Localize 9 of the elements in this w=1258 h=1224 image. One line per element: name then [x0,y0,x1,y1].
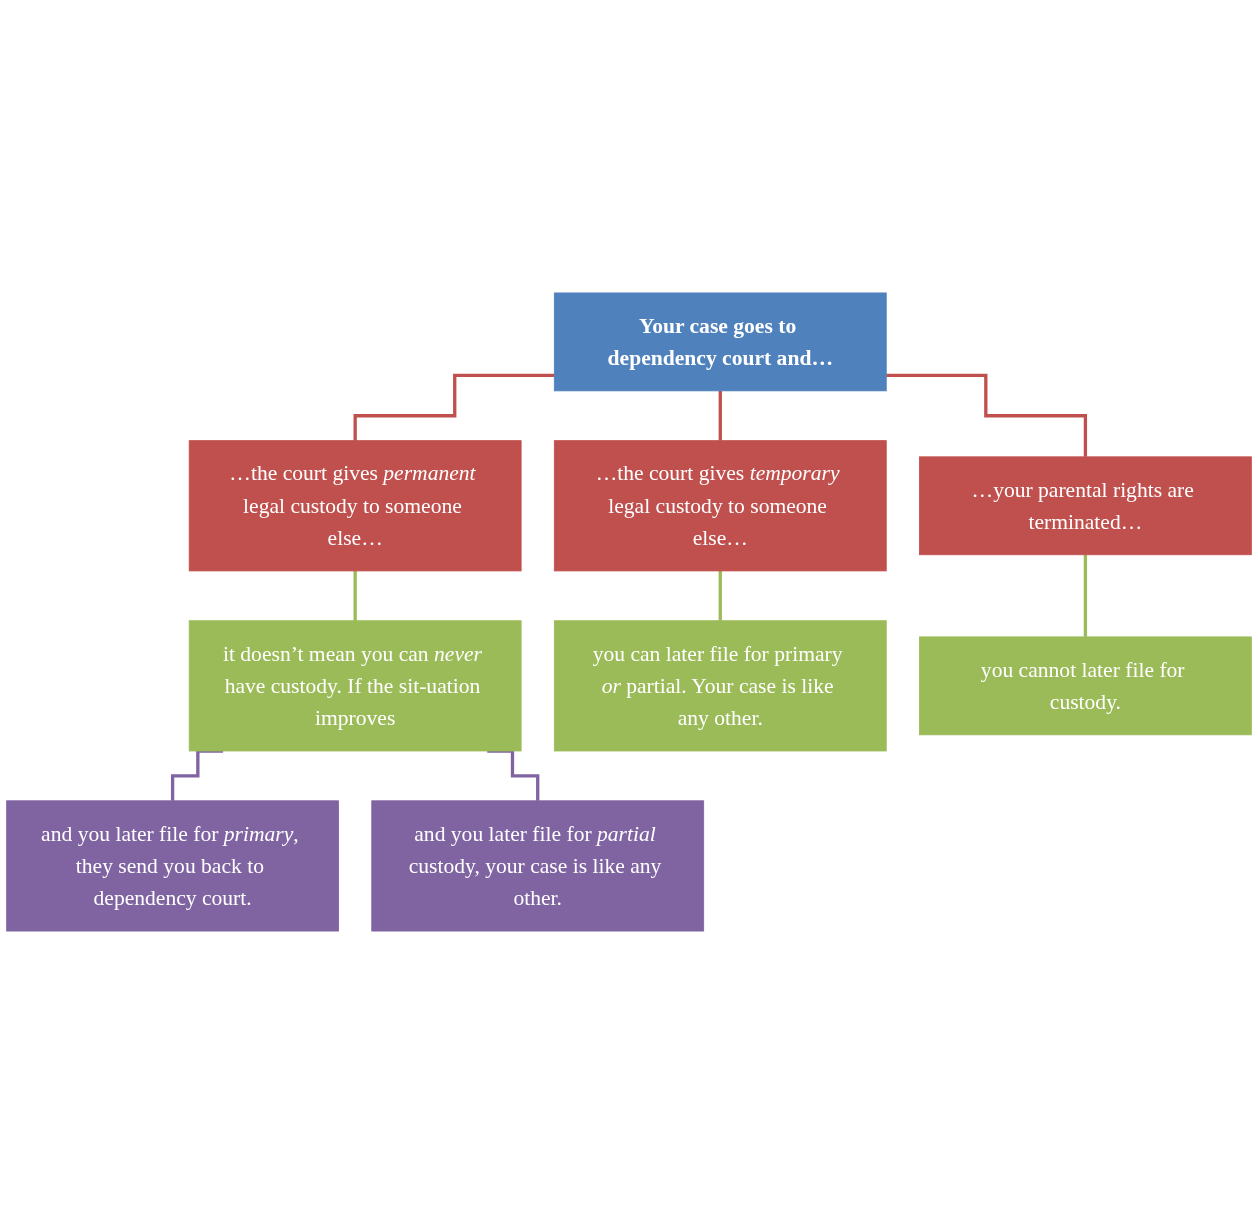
node-box: …the court gives permanent legal custody to someone else… [188,440,522,572]
node-box: Your case goes to dependency court and… [553,292,887,392]
node-box: it doesn’t mean you can never have custody. If the sit-uation improves [188,620,522,752]
node-box: and you later file for primary, they send you back to dependency court. [6,800,339,932]
node-box: …your parental rights are terminated… [919,456,1252,556]
node-box: …the court gives temporary legal custody to someone else… [553,440,887,572]
node-box: and you later file for partial custody, your case is like any other. [371,800,705,932]
node-box: you cannot later file for custody. [919,636,1252,736]
node-box: you can later file for primary or partial. Your case is like any other. [553,620,887,752]
